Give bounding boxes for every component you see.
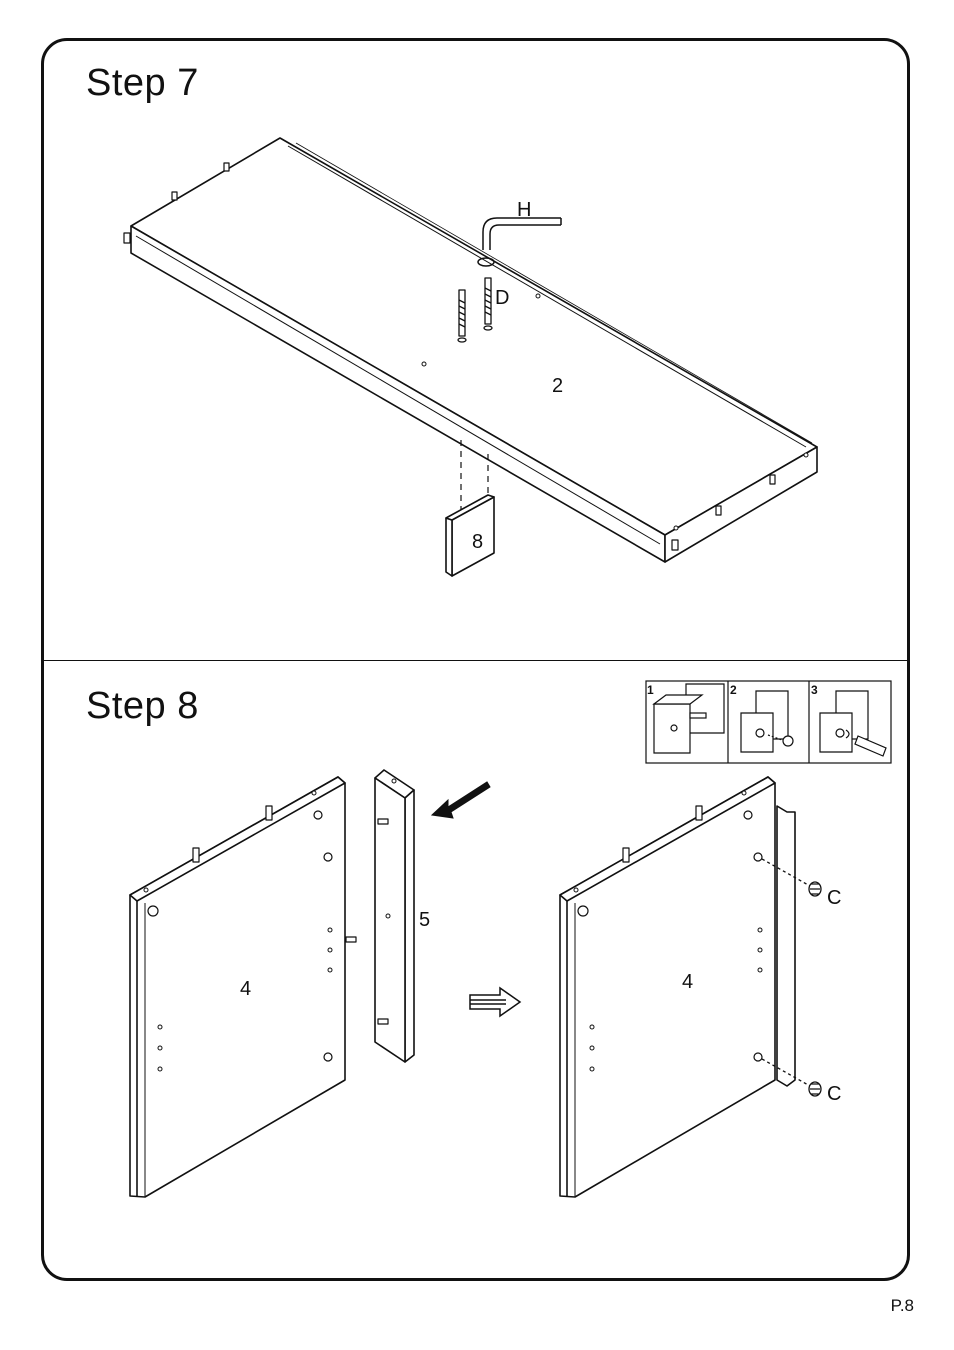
label-block-8: 8: [472, 531, 483, 553]
hole: [422, 362, 426, 366]
inset-instructions: [646, 681, 891, 763]
allen-key-h: [478, 218, 561, 266]
label-h: H: [517, 199, 531, 221]
panel-2-board: [131, 138, 817, 562]
inset-num-3: 3: [811, 683, 818, 697]
hole: [804, 453, 808, 457]
label-cam-c-bottom: C: [827, 1083, 841, 1105]
rail-5: [375, 770, 414, 1062]
label-left-panel-4: 4: [240, 978, 251, 1000]
label-right-panel-4: 4: [682, 971, 693, 993]
label-rail-5: 5: [419, 909, 430, 931]
label-panel-2: 2: [552, 375, 563, 397]
hole: [536, 294, 540, 298]
hole: [674, 526, 678, 530]
block-8: [446, 495, 494, 576]
inset-num-1: 1: [647, 683, 654, 697]
label-d: D: [495, 287, 509, 309]
inset-num-2: 2: [730, 683, 737, 697]
right-panel-4: [560, 777, 795, 1197]
insert-arrow: [432, 782, 490, 818]
step7-drawing: [124, 138, 817, 576]
next-arrow: [470, 988, 520, 1016]
page-number: P.8: [891, 1296, 914, 1316]
label-cam-c-top: C: [827, 887, 841, 909]
